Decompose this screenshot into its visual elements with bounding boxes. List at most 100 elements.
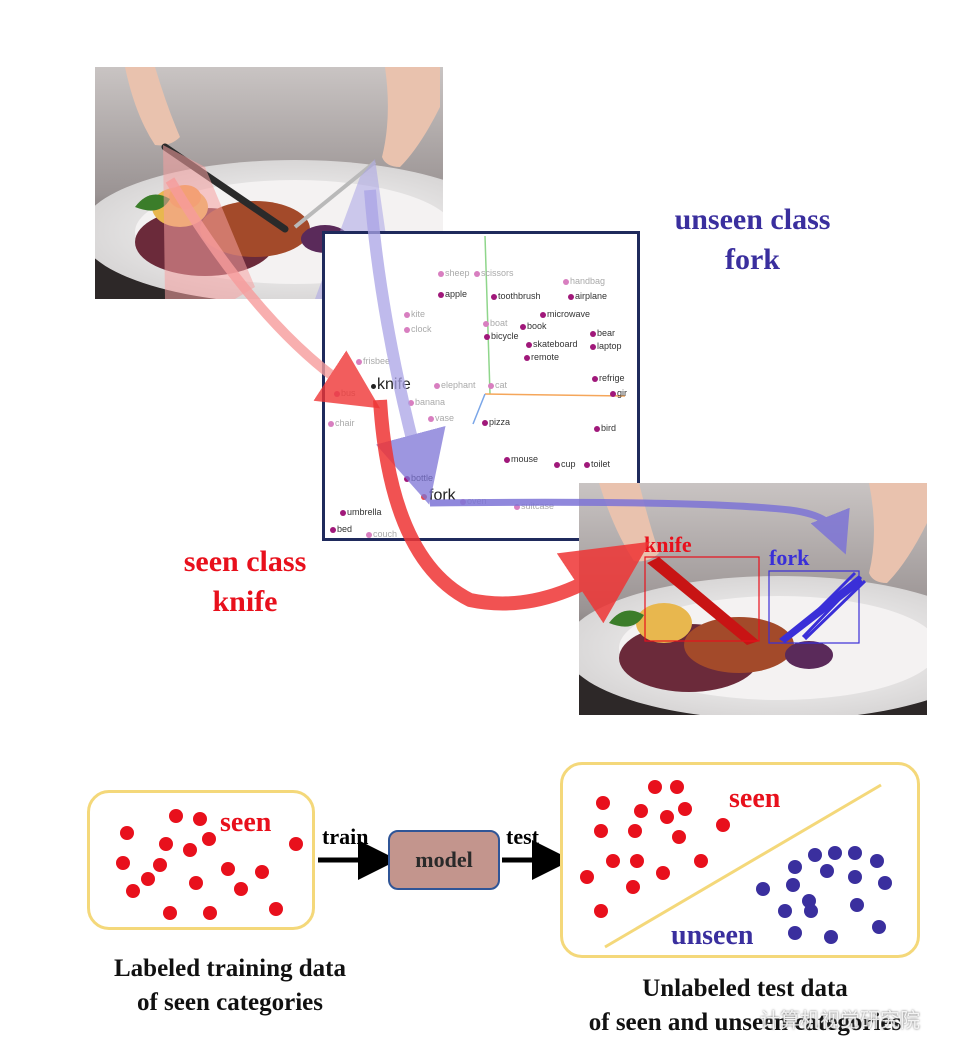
unseen-test-dot [850, 898, 864, 912]
embedding-word: bear [597, 328, 616, 338]
seen-test-dot [660, 810, 674, 824]
embedding-word: bed [337, 524, 353, 534]
embedding-point [340, 510, 346, 516]
flow-arrows [318, 840, 572, 880]
seen-sample-dot [269, 902, 283, 916]
embedding-point [408, 400, 414, 406]
model-label: model [415, 847, 473, 872]
train-label: train [322, 824, 369, 849]
embedding-word: umbrella [347, 507, 382, 517]
embedding-point [568, 294, 574, 300]
seen-test-dot [630, 854, 644, 868]
embedding-point [328, 421, 334, 427]
unseen-test-dot [808, 848, 822, 862]
embedding-point [404, 312, 410, 318]
embedding-word: skateboard [533, 339, 578, 349]
embedding-point [491, 294, 497, 300]
embedding-word: banana [415, 397, 446, 407]
unseen-test-dot [820, 864, 834, 878]
embedding-point [540, 312, 546, 318]
test-dots [580, 780, 892, 949]
seen-test-dot [626, 880, 640, 894]
embedding-word: bicycle [491, 331, 519, 341]
embedding-word: handbag [570, 276, 606, 286]
seen-test-dot [606, 854, 620, 868]
embedding-point [524, 355, 530, 361]
unseen-test-dot [824, 930, 838, 944]
embedding-point [590, 331, 596, 337]
seen-sample-dot [234, 882, 248, 896]
seen-class-name: knife [212, 585, 278, 618]
embedding-word: sheep [445, 268, 470, 278]
seen-test-dot [694, 854, 708, 868]
unseen-test-dot [878, 876, 892, 890]
detection-photo [579, 483, 927, 715]
training-dots [116, 809, 303, 920]
embedding-point [434, 383, 440, 389]
embedding-word: chair [335, 418, 355, 428]
seen-test-dot [678, 802, 692, 816]
embedding-word: laptop [597, 341, 622, 351]
embedding-point [554, 462, 560, 468]
embedding-word: elephant [441, 380, 476, 390]
unseen-test-dot [788, 926, 802, 940]
seen-sample-dot [183, 843, 197, 857]
seen-sample-dot [141, 872, 155, 886]
model-box: model [388, 830, 500, 890]
test-seen-label: seen [729, 783, 781, 814]
seen-test-dot [716, 818, 730, 832]
embedding-word: clock [411, 324, 432, 334]
seen-test-dot [634, 804, 648, 818]
embedding-word: boat [490, 318, 508, 328]
seen-sample-dot [153, 858, 167, 872]
seen-test-dot [596, 796, 610, 810]
unseen-test-dot [848, 870, 862, 884]
unseen-test-dot [778, 904, 792, 918]
test-unseen-label: unseen [671, 920, 754, 951]
seen-sample-dot [203, 906, 217, 920]
seen-sample-dot [163, 906, 177, 920]
embedding-point [483, 321, 489, 327]
embedding-word: bird [601, 423, 617, 433]
embedding-axes [472, 235, 626, 425]
embedding-word: refrige [599, 373, 625, 383]
detection-photo-image [579, 483, 927, 715]
embedding-word: apple [445, 289, 468, 299]
caption-left: Labeled training data of seen categories [70, 952, 390, 1020]
training-data-box: seen [87, 790, 315, 930]
unseen-test-dot [788, 860, 802, 874]
training-seen-label: seen [220, 807, 272, 838]
unseen-test-dot [804, 904, 818, 918]
caption-left-line2: of seen categories [136, 989, 324, 1016]
caption-left-line1: Labeled training data [114, 955, 346, 982]
embedding-word: toilet [591, 459, 611, 469]
embedding-point [482, 420, 488, 426]
seen-sample-dot [255, 865, 269, 879]
embedding-point [610, 391, 616, 397]
embedding-word: couch [373, 529, 398, 539]
seen-test-dot [672, 830, 686, 844]
embedding-point [474, 271, 480, 277]
embedding-word: scissors [481, 268, 514, 278]
embedding-point [438, 292, 444, 298]
unseen-test-dot [786, 878, 800, 892]
caption-right-line2: of seen and unseen categories [588, 1009, 902, 1036]
unseen-test-dot [870, 854, 884, 868]
test-label: test [506, 824, 539, 849]
seen-sample-dot [193, 812, 207, 826]
seen-class-label: seen class knife [160, 542, 330, 622]
caption-right: Unlabeled test data of seen and unseen c… [540, 972, 950, 1052]
top-photo-image [95, 67, 443, 299]
seen-sample-dot [221, 862, 235, 876]
embedding-word: mouse [511, 454, 539, 464]
seen-class-text: seen class [183, 545, 307, 578]
seen-sample-dot [159, 837, 173, 851]
unseen-class-label: unseen class fork [650, 200, 855, 280]
embedding-point [594, 426, 600, 432]
embedding-point [484, 334, 490, 340]
unseen-test-dot [828, 846, 842, 860]
seen-sample-dot [126, 884, 140, 898]
decision-boundary [604, 783, 882, 949]
embedding-word: cat [495, 380, 508, 390]
unseen-test-dot [756, 882, 770, 896]
